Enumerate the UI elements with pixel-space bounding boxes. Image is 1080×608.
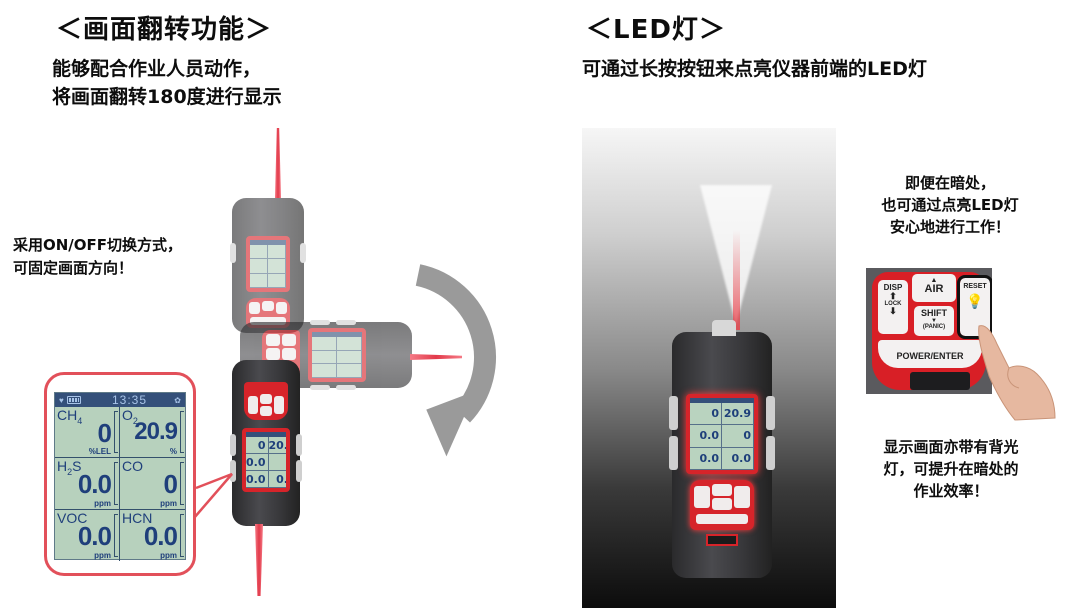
disp-lock-button[interactable]: DISP ⬆ LOCK ⬇	[878, 280, 908, 334]
antenna-red-glow	[733, 230, 740, 330]
gas-reading-hcn: HCN 0.0 ppm	[120, 510, 185, 561]
dark-work-note-2: 也可通过点亮LED灯	[881, 196, 1019, 214]
battery-icon	[66, 396, 81, 404]
rotate-180-arrow-icon	[415, 264, 496, 457]
zoomed-lcd: ♥ 13:35 ✿ CH4 0 %LEL O2 20.9 % H2S 0.0 p…	[54, 392, 186, 561]
gas-reading-ch4: CH4 0 %LEL	[55, 407, 120, 459]
dark-work-note-3: 安心地进行工作！	[889, 218, 1010, 236]
pointing-hand-icon	[978, 325, 1056, 421]
device-led-lit: 0 20.9 0.0 0 0.0 0.0	[669, 320, 775, 578]
reset-led-button[interactable]: RESET 💡	[957, 275, 992, 339]
lock-note-1: 采用ON/OFF切换方式，	[13, 236, 183, 254]
dark-work-note-1: 即便在暗处，	[904, 174, 995, 192]
shift-panic-button[interactable]: SHIFT ▼ (PANIC)	[914, 306, 954, 336]
led-title: ＜LED灯＞	[586, 15, 726, 45]
heart-icon: ♥	[59, 395, 64, 405]
clock-time: 13:35	[112, 393, 148, 407]
screen-flip-title: ＜画面翻转功能＞	[56, 15, 273, 45]
device-inverted: 0 20.9 0.0 0 0.0 0.0	[230, 360, 302, 526]
antenna-bottom	[255, 524, 263, 596]
keypad-closeup: DISP ⬆ LOCK ⬇ ▲ AIR SHIFT ▼ (PANIC) RESE…	[866, 268, 992, 394]
gas-reading-o2: O2 20.9 %	[120, 407, 185, 459]
led-subtitle: 可通过长按按钮来点亮仪器前端的LED灯	[582, 58, 927, 80]
device-keypad-lit	[690, 480, 754, 530]
gas-reading-co: CO 0 ppm	[120, 458, 185, 510]
device-lcd-inverted: 0 20.9 0.0 0 0.0 0.0	[242, 428, 290, 492]
backlight-note-3: 作业效率！	[913, 482, 989, 500]
air-button[interactable]: ▲ AIR	[912, 274, 956, 302]
device-keypad-inverted	[244, 382, 288, 420]
up-arrow-icon: ▲	[930, 277, 938, 284]
bulb-icon: 💡	[966, 293, 984, 309]
device-lcd-backlit: 0 20.9 0.0 0 0.0 0.0	[686, 394, 758, 474]
device-upright-faded	[230, 198, 306, 333]
lock-note-2: 可固定画面方向！	[13, 259, 134, 277]
backlight-note-2: 灯，可提升在暗处的	[883, 460, 1019, 478]
backlight-note-1: 显示画面亦带有背光	[883, 438, 1019, 456]
antenna-top	[275, 128, 281, 198]
sensor-window	[910, 372, 970, 390]
led-lamp	[712, 320, 736, 336]
gas-reading-voc: VOC 0.0 ppm	[55, 509, 120, 561]
antenna-right	[410, 354, 462, 360]
screen-flip-subtitle-2: 将画面翻转180度进行显示	[52, 86, 282, 108]
power-enter-button[interactable]: POWER/ENTER	[878, 340, 982, 368]
down-arrow-icon: ▼	[931, 318, 937, 324]
device-lcd	[246, 236, 290, 292]
status-icon: ✿	[174, 395, 181, 405]
gas-reading-h2s: H2S 0.0 ppm	[55, 458, 120, 510]
callout-pointer	[193, 472, 233, 519]
screen-flip-subtitle-1: 能够配合作业人员动作，	[52, 58, 262, 80]
